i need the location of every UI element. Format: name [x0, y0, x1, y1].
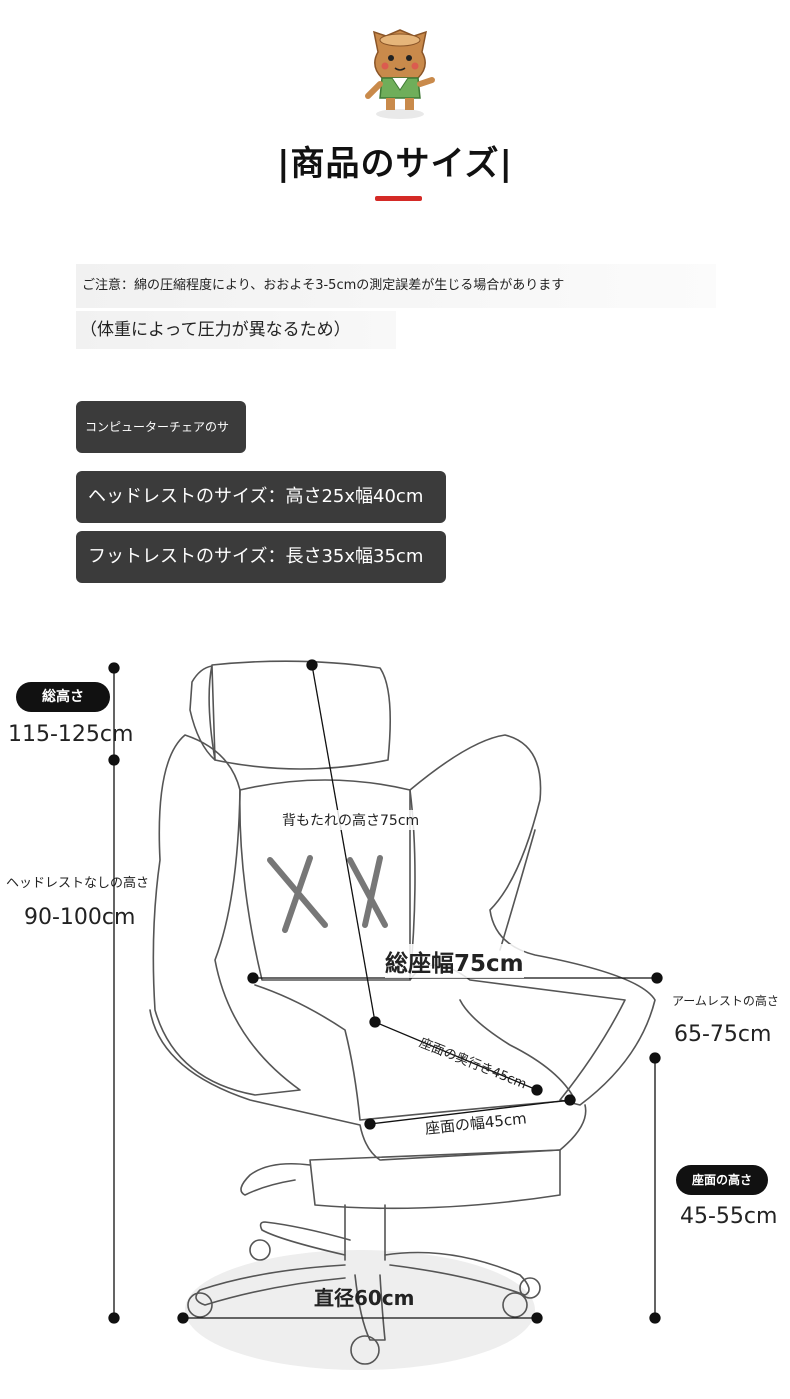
- headrest-size-label: ヘッドレストのサイズ：高さ25x幅40cm: [76, 471, 446, 523]
- footrest-size-label: フットレストのサイズ：長さ35x幅35cm: [76, 531, 446, 583]
- total-seat-width-label: 総座幅75cm: [385, 944, 524, 978]
- armrest-height-value: 65-75cm: [674, 1022, 772, 1047]
- height-without-headrest-value: 90-100cm: [24, 905, 136, 930]
- seat-height-value: 45-55cm: [680, 1204, 778, 1229]
- caution-note: ご注意：綿の圧縮程度により、おおよそ3-5cmの測定誤差が生じる場合があります: [76, 264, 716, 308]
- armrest-height-label: アームレストの高さ: [672, 994, 779, 1008]
- mascot-illustration: [365, 29, 435, 119]
- chair-diagram: [108, 659, 663, 1370]
- title-underline: [375, 196, 422, 201]
- total-height-value: 115-125cm: [8, 722, 134, 747]
- pressure-note: （体重によって圧力が異なるため）: [76, 311, 396, 349]
- page-title: |商品のサイズ|: [277, 144, 513, 184]
- diameter-label: 直径60cm: [314, 1286, 415, 1310]
- seat-height-tag: 座面の高さ: [676, 1165, 768, 1195]
- total-height-tag: 総高さ: [16, 682, 110, 712]
- backrest-height-label: 背もたれの高さ75cm: [282, 810, 420, 830]
- height-without-headrest-label: ヘッドレストなしの高さ: [6, 876, 150, 891]
- chair-size-label: コンピューターチェアのサ: [76, 401, 246, 453]
